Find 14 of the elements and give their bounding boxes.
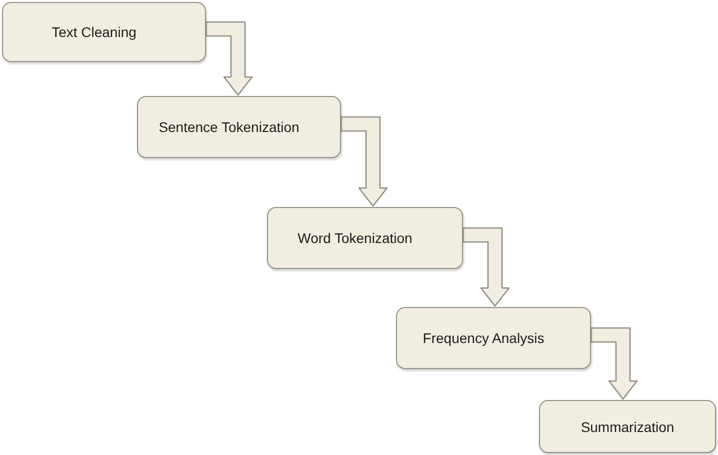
bent-arrow (340, 116, 388, 207)
bent-arrow (462, 227, 510, 307)
bent-arrow (205, 21, 253, 96)
step-label: Text Cleaning (52, 24, 136, 40)
step-label: Summarization (580, 418, 674, 434)
process-box (396, 307, 591, 369)
process-box (267, 207, 463, 269)
process-box (2, 2, 206, 62)
step-label: Sentence Tokenization (158, 119, 300, 135)
process-box (539, 400, 716, 453)
process-box (137, 96, 341, 158)
step-label: Word Tokenization (298, 230, 412, 246)
step-label: Frequency Analysis (422, 330, 544, 346)
bent-arrow (590, 327, 638, 400)
